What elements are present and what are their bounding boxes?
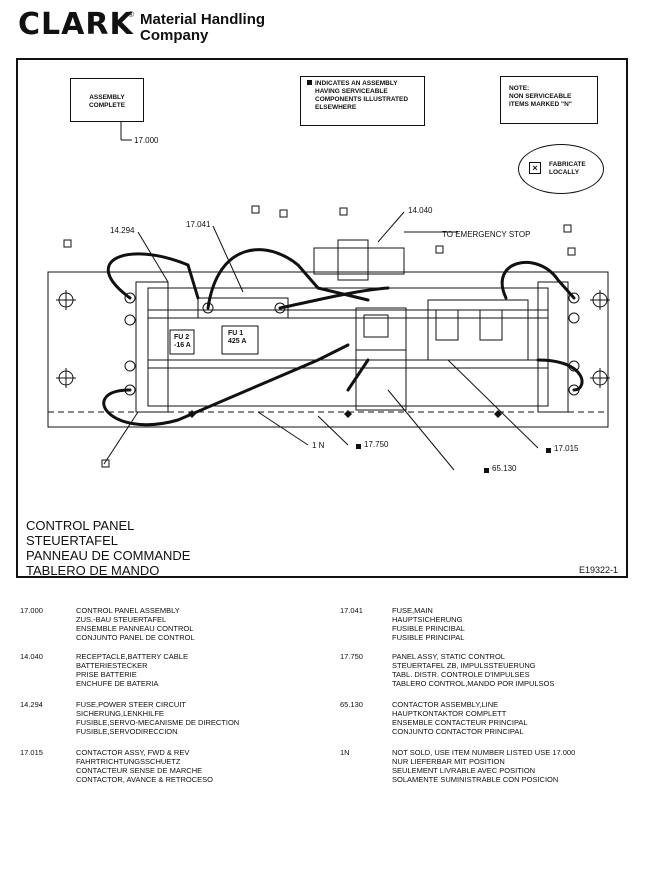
part-number: 17.750: [340, 652, 363, 661]
panel-plate: [47, 271, 609, 428]
label-fu2: FU 2-16 A: [174, 334, 191, 349]
label-14294: 14.294: [110, 226, 135, 235]
label-emergency-stop: TO EMERGENCY STOP: [442, 230, 531, 239]
indicates-line2: HAVING SERVICEABLE: [315, 88, 388, 95]
note-line1: NOTE:: [509, 85, 530, 92]
assembly-box-line2: COMPLETE: [88, 102, 126, 109]
indicates-line3: COMPONENTS ILLUSTRATED: [315, 96, 409, 103]
note-line2: NON SERVICEABLE: [509, 93, 572, 100]
cable-left-bottom: [102, 343, 350, 427]
indicates-assembly-box: INDICATES AN ASSEMBLY HAVING SERVICEABLE…: [300, 76, 425, 126]
label-17750: 17.750: [364, 440, 389, 449]
part-number: 14.040: [20, 652, 43, 661]
label-17015: 17.015: [554, 444, 579, 453]
title-de: STEUERTAFEL: [26, 533, 118, 548]
mounting-rail: [147, 287, 549, 407]
label-1n: 1 N: [312, 441, 325, 450]
leader-17041: [212, 225, 244, 293]
title-en: CONTROL PANEL: [26, 518, 135, 533]
leader-65130: [387, 389, 455, 471]
static-control-panel: [355, 349, 407, 411]
part-number: 17.015: [20, 748, 43, 757]
cable-right-top: [500, 260, 576, 300]
control-panel-drawing: [47, 122, 610, 473]
assembly-ref-label: 17.000: [134, 136, 159, 145]
leader-1n: [257, 411, 309, 446]
cable-fuse-to-panel: [206, 248, 370, 310]
leader-14040: [377, 211, 405, 243]
diagram-frame: ASSEMBLY COMPLETE 17.000 INDICATES AN AS…: [16, 58, 628, 578]
part-number: 17.041: [340, 606, 363, 615]
assembly-complete-box: ASSEMBLY COMPLETE: [70, 78, 144, 122]
figure-id: E19322-1: [578, 565, 618, 575]
part-number: 1N: [340, 748, 350, 757]
label-17041: 17.041: [186, 220, 211, 229]
left-terminal-block: [135, 281, 169, 413]
note-box: NOTE: NON SERVICEABLE ITEMS MARKED "N": [500, 76, 598, 124]
title-es: TABLERO DE MANDO: [26, 563, 160, 578]
company-name-line1: Material Handling: [140, 11, 266, 28]
part-number: 14.294: [20, 700, 43, 709]
fabricate-line2: LOCALLY: [549, 169, 580, 176]
right-terminal-block: [537, 281, 569, 413]
indicates-line4: ELSEWHERE: [315, 104, 357, 111]
leader-17750: [317, 415, 349, 446]
filled-square-icon: [307, 80, 312, 85]
registered-mark: ®: [128, 10, 134, 19]
assembly-box-line1: ASSEMBLY: [89, 94, 125, 101]
contactor-assembly: [427, 299, 529, 361]
fabricate-line1: FABRICATE: [549, 161, 586, 168]
label-14040: 14.040: [408, 206, 433, 215]
note-line3: ITEMS MARKED "N": [509, 101, 572, 108]
label-65130: 65.130: [492, 464, 517, 473]
part-number: 65.130: [340, 700, 363, 709]
leader-17015: [447, 359, 539, 449]
indicates-line1: INDICATES AN ASSEMBLY: [307, 80, 424, 88]
clark-logo-text: CLARK: [18, 7, 134, 42]
battery-receptacle: [313, 247, 405, 275]
company-name-line2: Company: [140, 27, 209, 44]
leader-14294: [137, 231, 169, 283]
part-number: 17.000: [20, 606, 43, 615]
part-description: NOT SOLD, USE ITEM NUMBER LISTED USE 17.…: [392, 748, 576, 784]
cable-right-bottom: [536, 358, 584, 392]
fabricate-locally-callout: × FABRICATE LOCALLY: [518, 144, 604, 194]
cable-left-top: [106, 252, 200, 300]
title-fr: PANNEAU DE COMMANDE: [26, 548, 191, 563]
fabricate-box-icon: ×: [529, 162, 541, 174]
